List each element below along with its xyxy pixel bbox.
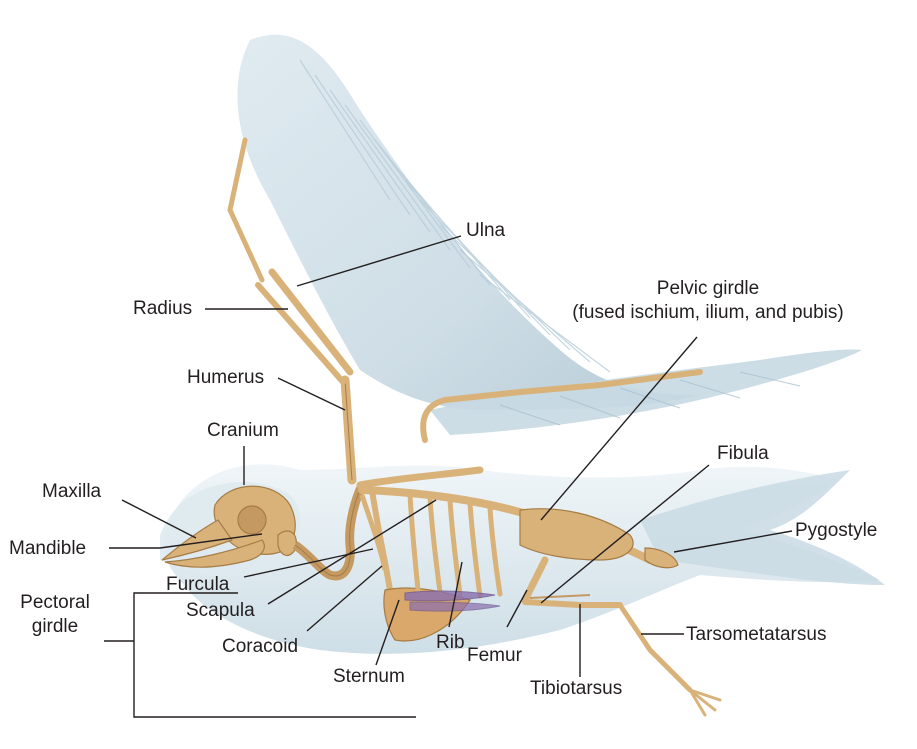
label-ulna: Ulna <box>466 220 505 242</box>
label-pectoral: Pectoral <box>10 592 100 614</box>
label-cranium: Cranium <box>207 420 279 442</box>
label-rib: Rib <box>436 632 465 654</box>
label-mandible: Mandible <box>9 538 86 560</box>
label-radius: Radius <box>133 298 192 320</box>
label-tarsometatarsus: Tarsometatarsus <box>686 624 826 646</box>
label-pelvic-girdle-note: (fused ischium, ilium, and pubis) <box>548 302 868 324</box>
label-tibiotarsus: Tibiotarsus <box>530 678 622 700</box>
label-fibula: Fibula <box>717 443 769 465</box>
label-pygostyle: Pygostyle <box>795 520 877 542</box>
label-maxilla: Maxilla <box>42 481 101 503</box>
label-furcula: Furcula <box>166 574 229 596</box>
label-pelvic-girdle: Pelvic girdle <box>548 278 868 300</box>
label-coracoid: Coracoid <box>222 636 298 658</box>
label-femur: Femur <box>467 645 522 667</box>
label-sternum: Sternum <box>333 666 405 688</box>
label-humerus: Humerus <box>187 367 264 389</box>
label-girdle: girdle <box>10 616 100 638</box>
label-scapula: Scapula <box>186 600 255 622</box>
